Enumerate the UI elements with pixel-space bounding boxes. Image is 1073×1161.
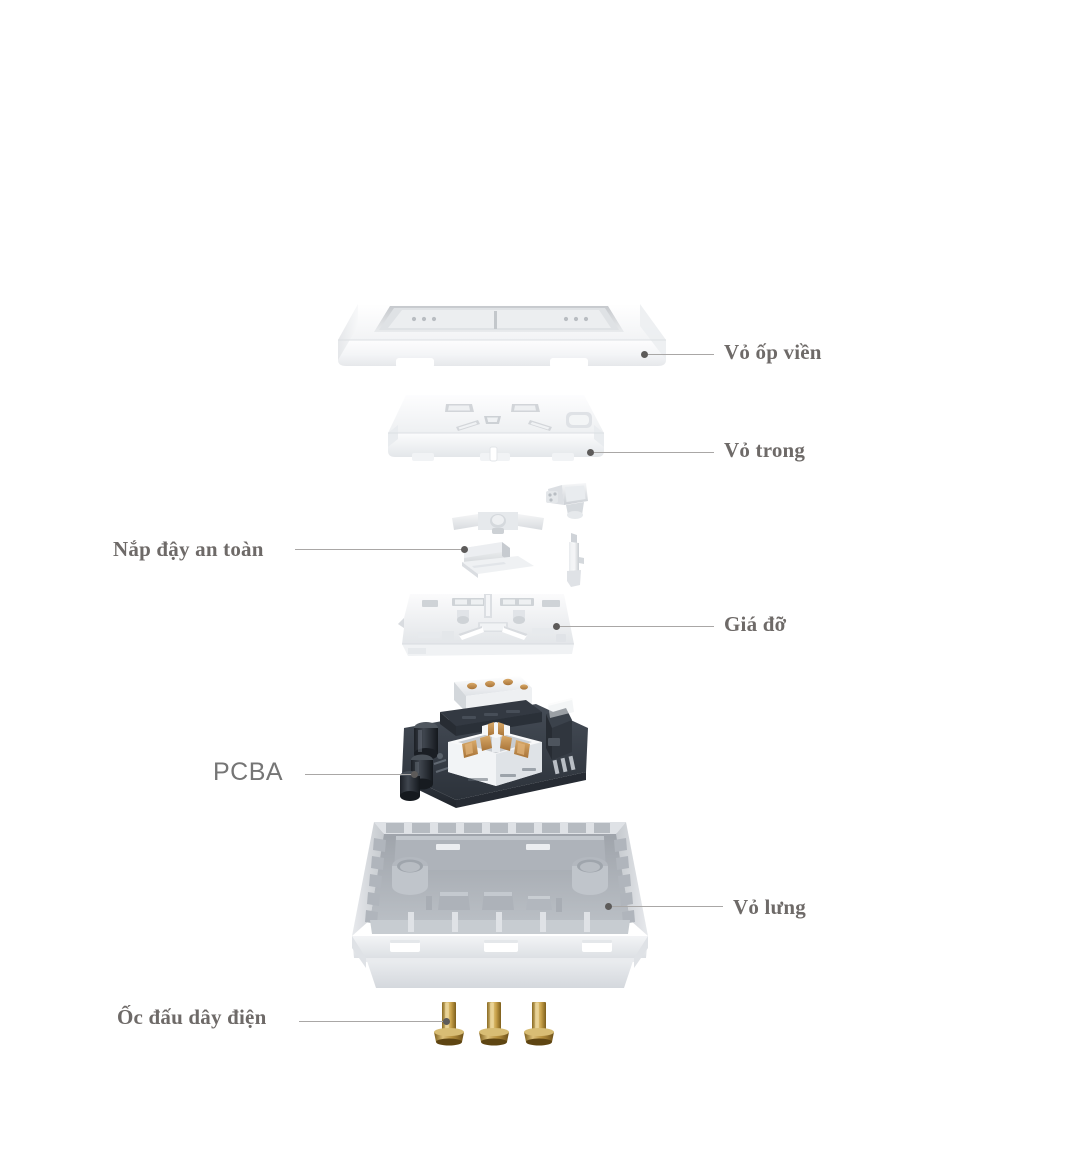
part-pcba xyxy=(396,668,592,810)
part-inner-shell xyxy=(384,387,616,473)
leader-line-pcba xyxy=(305,774,413,775)
leader-line-bezel xyxy=(648,354,714,355)
leader-line-bracket xyxy=(560,626,714,627)
leader-dot-inner-shell xyxy=(587,449,594,456)
label-terminal-screws: Ốc đấu dây điện xyxy=(117,1005,267,1029)
part-pin xyxy=(560,531,590,589)
part-switch-module xyxy=(542,479,594,523)
leader-dot-safety-shutter xyxy=(461,546,468,553)
leader-line-inner-shell xyxy=(594,452,714,453)
part-safety-shutter xyxy=(448,508,548,582)
leader-line-safety-shutter xyxy=(295,549,463,550)
leader-line-terminal-screws xyxy=(299,1021,445,1022)
leader-line-back-shell xyxy=(612,906,723,907)
leader-dot-bracket xyxy=(553,623,560,630)
part-bracket xyxy=(396,588,578,664)
leader-dot-bezel xyxy=(641,351,648,358)
terminal-screw-3 xyxy=(524,1002,554,1046)
label-bezel: Vỏ ốp viền xyxy=(724,340,822,364)
leader-dot-pcba xyxy=(411,771,418,778)
label-back-shell: Vỏ lưng xyxy=(733,895,806,919)
leader-dot-terminal-screws xyxy=(443,1018,450,1025)
label-safety-shutter: Nắp đậy an toàn xyxy=(113,537,264,561)
terminal-screw-2 xyxy=(479,1002,509,1046)
part-bezel xyxy=(328,288,676,376)
leader-dot-back-shell xyxy=(605,903,612,910)
part-terminal-screws xyxy=(430,1000,570,1046)
label-inner-shell: Vỏ trong xyxy=(724,438,806,462)
label-pcba: PCBA xyxy=(213,758,284,786)
part-back-shell xyxy=(344,808,656,998)
label-bracket: Giá đỡ xyxy=(724,612,787,636)
